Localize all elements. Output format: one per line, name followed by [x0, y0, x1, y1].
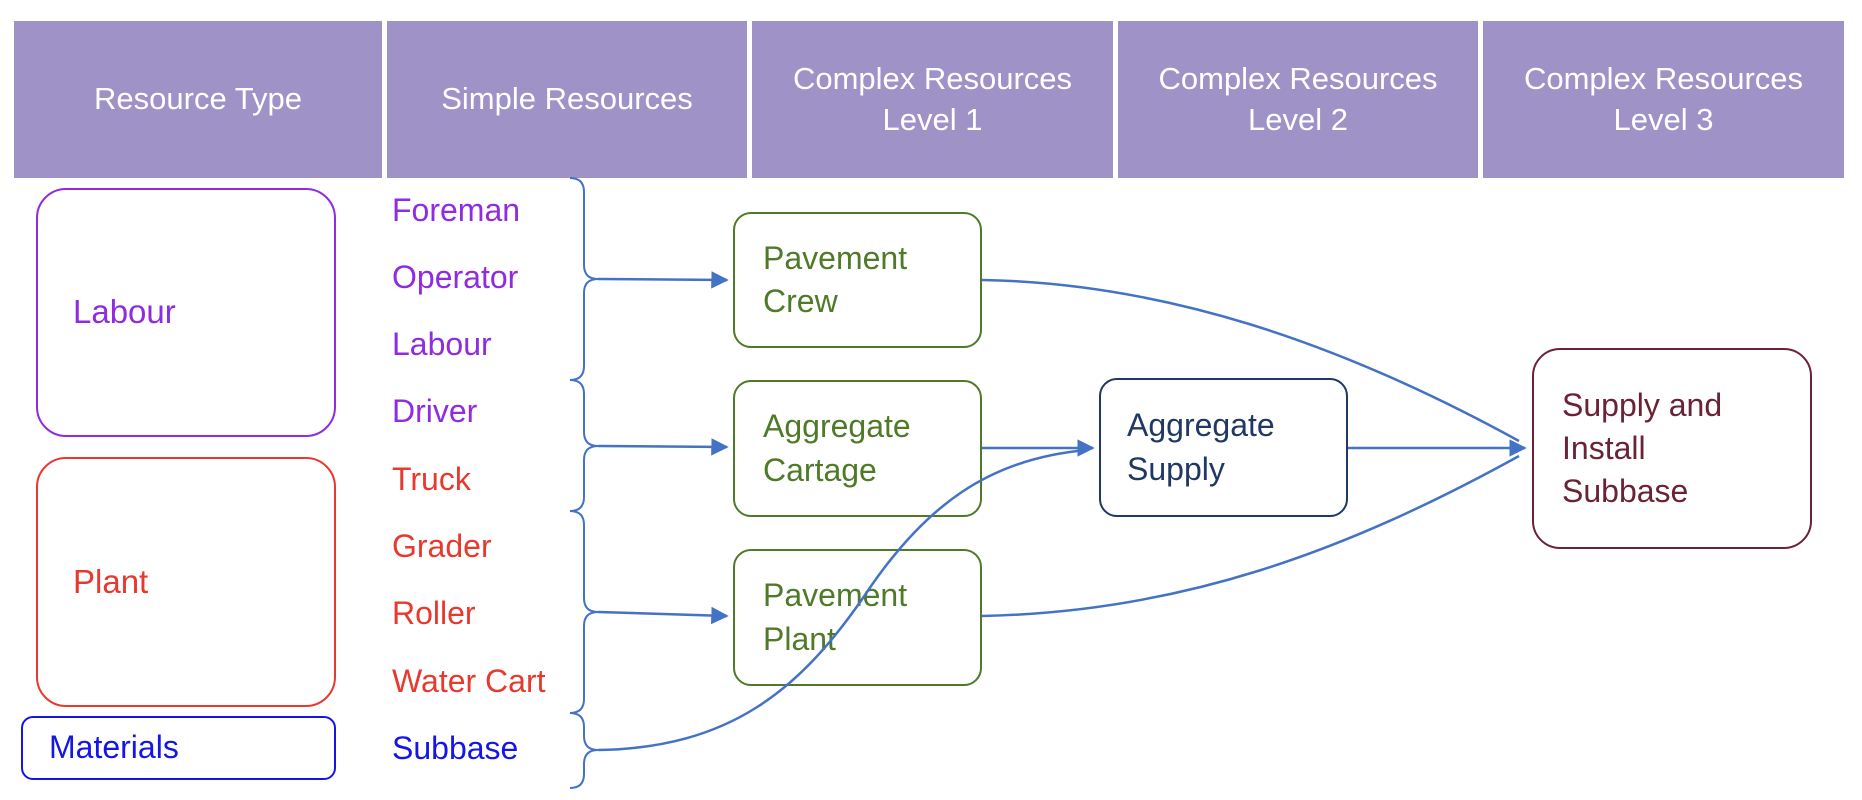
resource-type-box-labour: Labour: [36, 188, 336, 437]
complex1-box-pavement-crew: Pavement Crew: [733, 212, 982, 348]
complex1-box-pavement-plant: Pavement Plant: [733, 549, 982, 686]
header-label-complex-level-1: Complex Resources Level 1: [792, 61, 1073, 137]
simple-resource-labour: Labour: [392, 326, 492, 362]
simple-resource-water-cart: Water Cart: [392, 663, 546, 699]
header-col-resource-type: Resource Type: [14, 21, 382, 178]
resource-type-label-materials: Materials: [49, 729, 179, 766]
simple-resource-operator: Operator: [392, 259, 519, 295]
header-col-complex-level-1: Complex Resources Level 1: [752, 21, 1113, 178]
brace-pavement-plant-group: [569, 510, 599, 714]
header-col-simple-resources: Simple Resources: [387, 21, 747, 178]
header-label-complex-level-2: Complex Resources Level 2: [1158, 61, 1438, 137]
connector-group: [569, 177, 1527, 789]
simple-resource-truck: Truck: [392, 461, 471, 497]
complex2-label-aggregate-supply: Aggregate Supply: [1127, 407, 1275, 487]
complex2-box-aggregate-supply: Aggregate Supply: [1099, 378, 1348, 517]
brace-pavement-crew-group: [569, 177, 599, 381]
header-col-complex-level-3: Complex Resources Level 3: [1483, 21, 1844, 178]
simple-resource-grader: Grader: [392, 528, 492, 564]
simple-resource-foreman: Foreman: [392, 192, 521, 228]
brace-aggregate-cartage-group: [569, 379, 599, 512]
simple-resource-roller: Roller: [392, 595, 476, 631]
arrow-plant-group-to-pavement-plant: [597, 606, 729, 625]
resource-type-label-plant: Plant: [73, 562, 149, 600]
brace-subbase-group: [569, 712, 599, 789]
simple-resource-subbase: Subbase: [392, 730, 519, 766]
simple-resource-driver: Driver: [392, 393, 478, 429]
arrow-labour-group-to-pavement-crew: [597, 271, 729, 289]
header-label-complex-level-3: Complex Resources Level 3: [1523, 61, 1804, 137]
header-label-resource-type: Resource Type: [94, 81, 302, 117]
header-label-simple-resources: Simple Resources: [441, 81, 693, 117]
resource-type-box-materials: Materials: [21, 716, 336, 780]
complex1-label-pavement-crew: Pavement Crew: [763, 239, 908, 319]
header-col-complex-level-2: Complex Resources Level 2: [1118, 21, 1478, 178]
header-row: Resource Type Simple Resources Complex R…: [14, 21, 1844, 178]
resource-type-box-plant: Plant: [36, 457, 336, 707]
complex3-box-supply-install-subbase: Supply and Install Subbase: [1532, 348, 1812, 549]
arrow-driver-truck-to-aggregate-cartage: [597, 438, 729, 456]
complex1-label-pavement-plant: Pavement Plant: [763, 577, 908, 657]
resource-type-label-labour: Labour: [73, 293, 176, 331]
complex1-label-aggregate-cartage: Aggregate Cartage: [763, 408, 911, 488]
complex3-label-supply-install-subbase: Supply and Install Subbase: [1562, 386, 1723, 510]
complex1-box-aggregate-cartage: Aggregate Cartage: [733, 380, 982, 517]
